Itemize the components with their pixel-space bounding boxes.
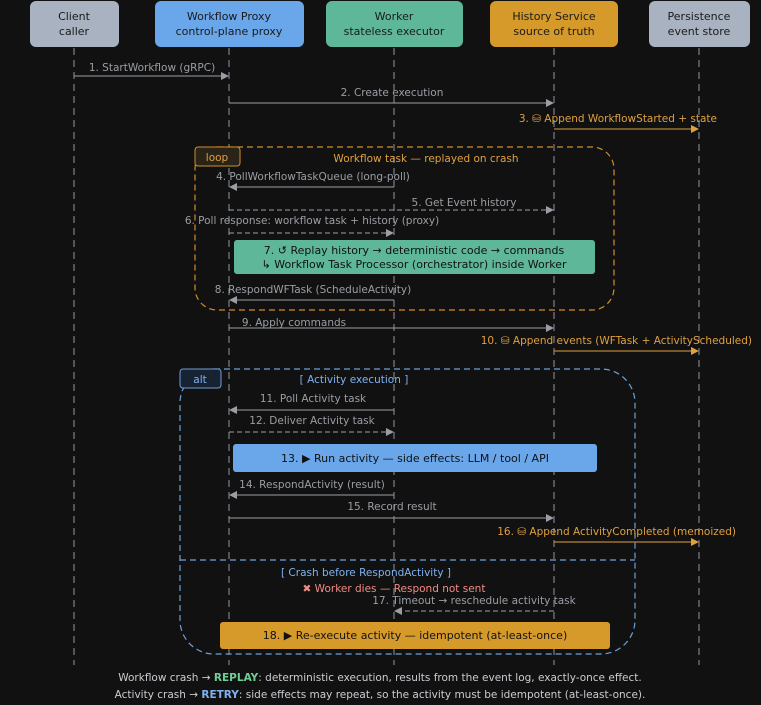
- message-17-label: 17. Timeout → reschedule activity task: [372, 595, 576, 607]
- participant-history-title: History Service: [512, 10, 596, 23]
- message-9-label: 9. Apply commands: [242, 317, 346, 329]
- message-5-label: 5. Get Event history: [412, 197, 517, 209]
- footer-line-2-prefix: Activity crash →: [115, 689, 202, 701]
- footer-line-1: Workflow crash → REPLAY: deterministic e…: [118, 672, 642, 684]
- participant-proxy: Workflow Proxy control-plane proxy: [155, 1, 304, 47]
- note-7-box: [234, 240, 595, 274]
- participant-worker: Worker stateless executor: [326, 1, 463, 47]
- message-2-label: 2. Create execution: [341, 87, 444, 99]
- message-1-label: 1. StartWorkflow (gRPC): [89, 62, 215, 74]
- participant-history: History Service source of truth: [490, 1, 618, 47]
- message-10-label: 10. ⛁ Append events (WFTask + ActivitySc…: [481, 335, 752, 347]
- loop-tag: loop: [206, 152, 229, 164]
- participant-persistence-title: Persistence: [668, 10, 731, 23]
- note-18-box: [220, 622, 610, 649]
- alt-title: [ Activity execution ]: [300, 374, 409, 386]
- loop-tag-box: [194, 146, 241, 167]
- message-15-label: 15. Record result: [347, 501, 436, 513]
- footer-line-2: Activity crash → RETRY: side effects may…: [115, 689, 646, 701]
- participant-worker-subtitle: stateless executor: [344, 25, 445, 38]
- footer-line-2-rest: : side effects may repeat, so the activi…: [239, 689, 645, 701]
- message-16-label: 16. ⛁ Append ActivityCompleted (memoized…: [497, 526, 736, 538]
- note-18-text: 18. ▶ Re-execute activity — idempotent (…: [263, 629, 567, 642]
- footer-line-1-rest: : deterministic execution, results from …: [258, 672, 641, 684]
- alt-else-label: [ Crash before RespondActivity ]: [281, 567, 451, 579]
- participant-proxy-title: Workflow Proxy: [187, 10, 272, 23]
- participant-client-title: Client: [58, 10, 91, 23]
- note-13-box: [233, 444, 597, 472]
- crash-text: ✖ Worker dies — Respond not sent: [303, 583, 486, 595]
- message-8-label: 8. RespondWFTask (ScheduleActivity): [215, 284, 411, 296]
- participant-worker-title: Worker: [375, 10, 414, 23]
- loop-title: Workflow task — replayed on crash: [333, 153, 518, 165]
- footer-retry-key: RETRY: [201, 689, 239, 701]
- participant-client-subtitle: caller: [59, 25, 90, 38]
- note-7-line1: 7. ↺ Replay history → deterministic code…: [264, 244, 565, 257]
- participant-proxy-subtitle: control-plane proxy: [176, 25, 283, 38]
- alt-tag: alt: [193, 374, 206, 386]
- message-6-label: 6. Poll response: workflow task + histor…: [185, 215, 439, 227]
- participant-history-subtitle: source of truth: [513, 25, 594, 38]
- message-4-label: 4. PollWorkflowTaskQueue (long-poll): [216, 171, 410, 183]
- note-7-line2: ↳ Workflow Task Processor (orchestrator)…: [262, 258, 567, 271]
- note-13-text: 13. ▶ Run activity — side effects: LLM /…: [281, 452, 549, 465]
- footer-replay-key: REPLAY: [214, 672, 259, 684]
- loop-fragment: [194, 146, 615, 311]
- participant-persistence-subtitle: event store: [668, 25, 731, 38]
- message-12-label: 12. Deliver Activity task: [249, 415, 375, 427]
- message-14-label: 14. RespondActivity (result): [239, 479, 385, 491]
- alt-fragment: [179, 368, 636, 655]
- participant-client: Client caller: [30, 1, 119, 47]
- alt-tag-box: [179, 368, 222, 389]
- message-3-label: 3. ⛁ Append WorkflowStarted + state: [519, 113, 717, 125]
- footer-line-1-prefix: Workflow crash →: [118, 672, 214, 684]
- message-11-label: 11. Poll Activity task: [260, 393, 367, 405]
- participant-persistence: Persistence event store: [649, 1, 750, 47]
